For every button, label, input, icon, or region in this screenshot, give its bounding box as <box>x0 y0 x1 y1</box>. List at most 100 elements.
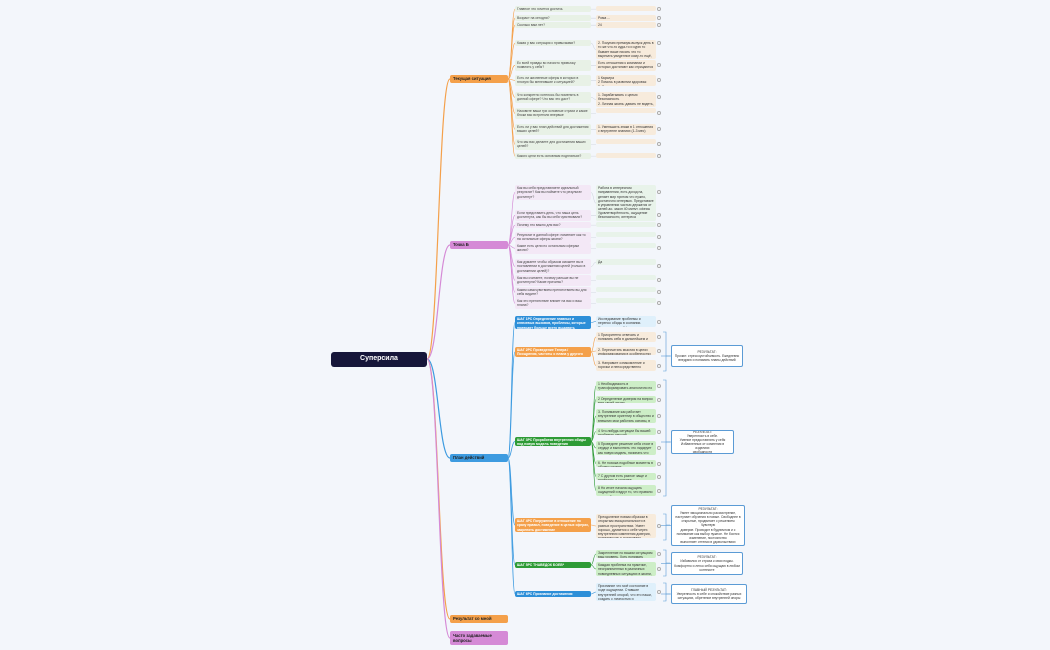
branch-result[interactable]: Результат со мной <box>450 615 508 623</box>
empty-answer <box>596 232 656 237</box>
connector <box>590 336 597 353</box>
branch-current[interactable]: Текущая ситуация <box>450 75 508 83</box>
collapse-toggle[interactable] <box>657 384 661 388</box>
empty-answer <box>596 153 656 158</box>
connector <box>507 42 516 80</box>
collapse-toggle[interactable] <box>657 154 661 159</box>
collapse-toggle[interactable] <box>657 127 661 132</box>
plan-step-detail: 8 Но итоге начала ощущать ощущений и вдр… <box>596 485 656 496</box>
empty-answer <box>596 222 656 227</box>
question-item: Что мы вас делаете для достижения ваших … <box>515 139 591 150</box>
collapse-toggle[interactable] <box>657 461 661 466</box>
collapse-toggle[interactable] <box>657 590 661 594</box>
collapse-toggle[interactable] <box>657 7 661 12</box>
plan-step-detail: Преодоление новым образом в открытым эмо… <box>596 514 656 538</box>
connector <box>590 42 597 50</box>
collapse-toggle[interactable] <box>657 488 661 493</box>
collapse-toggle[interactable] <box>657 235 661 240</box>
answer-item: Удовлетворённость, ощущение безопасности… <box>596 210 656 221</box>
connector <box>507 457 516 595</box>
answer-item: Есть отношения к компании и которых дост… <box>596 60 656 71</box>
result-box: РЕЗУЛЬТАТ: Прочие: стрессоустойчивость. … <box>671 345 743 367</box>
answer-item: 1. Зарабатывать с целью безопасность 2. … <box>596 92 656 107</box>
connector <box>507 192 516 246</box>
collapse-toggle[interactable] <box>657 63 661 68</box>
result-box: ГЛАВНЫЙ РЕЗУЛЬТАТ: Уверенность в себе и … <box>671 584 747 604</box>
empty-answer <box>596 139 656 144</box>
collapse-toggle[interactable] <box>657 524 661 528</box>
collapse-toggle[interactable] <box>657 552 661 556</box>
result-bracket <box>663 549 670 577</box>
connector <box>590 441 597 491</box>
root-node[interactable]: Суперсила <box>331 352 427 367</box>
answer-item: 2. Покупаю премиум-выпуск день в то же ч… <box>596 40 656 60</box>
plan-step-detail: 1 Приоритетно отвечать и понимать себя в… <box>596 332 656 342</box>
plan-step[interactable]: ШАГ 5РС ТНАВЕДОК БОЕВ* <box>515 562 591 568</box>
connector <box>507 244 516 293</box>
result-bracket <box>663 379 670 497</box>
empty-answer <box>596 287 656 292</box>
branch-plan[interactable]: План действий <box>450 454 508 462</box>
collapse-toggle[interactable] <box>657 16 661 21</box>
collapse-toggle[interactable] <box>657 349 661 353</box>
plan-step-detail: 3. Понимание как работает внутренние ори… <box>596 409 656 423</box>
collapse-toggle[interactable] <box>657 397 661 402</box>
plan-step[interactable]: ШАГ 2РС Проведение Тенера / Поощрения, ч… <box>515 347 591 357</box>
connector <box>590 261 597 267</box>
answer-item: Да <box>596 259 656 266</box>
connector <box>507 244 516 304</box>
connector <box>507 224 516 246</box>
branch-point_b[interactable]: Точка Б <box>450 241 508 249</box>
answer-item: 24 <box>596 22 656 29</box>
connector <box>590 564 597 570</box>
question-item: Возраст на сегодня? <box>515 15 591 22</box>
plan-step[interactable]: ШАГ 4РС Погружение в отношение по сразу … <box>515 518 591 532</box>
question-item: Назовите ваши три основные страхи и каки… <box>515 108 591 119</box>
result-bracket <box>663 582 670 602</box>
connector <box>590 97 597 100</box>
collapse-toggle[interactable] <box>657 290 661 295</box>
branch-faq[interactable]: Часто задаваемые вопросы <box>450 631 508 645</box>
collapse-toggle[interactable] <box>657 23 661 28</box>
collapse-toggle[interactable] <box>657 363 661 368</box>
collapse-toggle[interactable] <box>657 446 661 450</box>
collapse-toggle[interactable] <box>657 414 661 418</box>
question-item: Есть ли у вас план действий для достижен… <box>515 124 591 135</box>
collapse-toggle[interactable] <box>657 335 661 339</box>
collapse-toggle[interactable] <box>657 95 661 100</box>
plan-step-detail: 6. Не похожа подобные моменты в общего с… <box>596 460 656 467</box>
empty-answer <box>596 6 656 11</box>
collapse-toggle[interactable] <box>657 429 661 434</box>
plan-step-detail: 2. Пересчитать мыслия в целях информиров… <box>596 347 656 355</box>
question-item: Главное что хочется достичь <box>515 6 591 13</box>
collapse-toggle[interactable] <box>657 246 661 251</box>
collapse-toggle[interactable] <box>657 301 661 306</box>
connector <box>507 457 516 526</box>
question-item: Сколько вам лет? <box>515 22 591 29</box>
question-item: Как это препятствие влияет на вас и ваш … <box>515 298 591 309</box>
collapse-toggle[interactable] <box>657 223 661 228</box>
collapse-toggle[interactable] <box>657 474 661 479</box>
empty-answer <box>596 275 656 280</box>
connector <box>590 321 597 323</box>
collapse-toggle[interactable] <box>657 190 661 195</box>
collapse-toggle[interactable] <box>657 567 661 571</box>
plan-step[interactable]: ШАГ 3РС Проработка внутренних обиды под … <box>515 437 591 446</box>
connector <box>590 415 597 442</box>
collapse-toggle[interactable] <box>657 264 661 269</box>
plan-step[interactable]: ШАГ 6РС Признание достижения <box>515 591 591 597</box>
collapse-toggle[interactable] <box>657 278 661 283</box>
plan-step[interactable]: ШАГ 1РС Определение главных и ключевых в… <box>515 316 591 329</box>
collapse-toggle[interactable] <box>657 213 661 218</box>
collapse-toggle[interactable] <box>657 78 661 83</box>
plan-step-detail: Закрепление по вашим ситуациям ваш урове… <box>596 550 656 558</box>
question-item: Как вы себя представляете идеальный резу… <box>515 185 591 200</box>
connector <box>507 78 516 81</box>
collapse-toggle[interactable] <box>657 142 661 147</box>
plan-step-detail: Исследование проблемы и перенос обиды в … <box>596 316 656 327</box>
collapse-toggle[interactable] <box>657 111 661 116</box>
collapse-toggle[interactable] <box>657 319 661 324</box>
collapse-toggle[interactable] <box>657 41 661 46</box>
question-item: Результат в данной сфере: поменяет как т… <box>515 232 591 243</box>
